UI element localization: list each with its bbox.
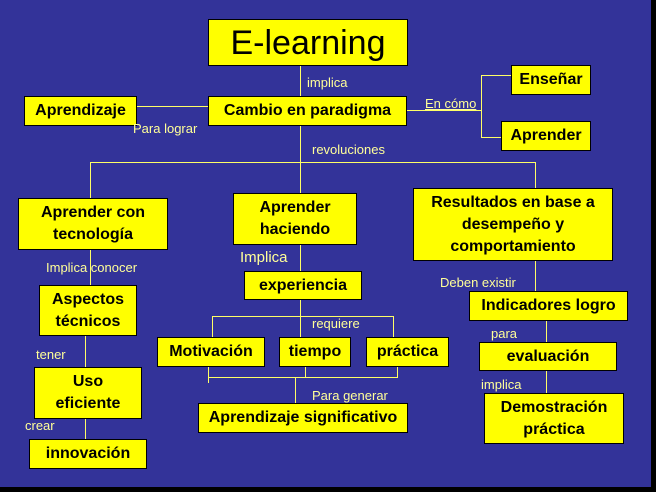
label-crear: crear	[25, 418, 55, 433]
label-deben-existir: Deben existir	[440, 275, 516, 290]
label-en-como: En cómo	[425, 96, 477, 111]
connector	[85, 335, 86, 368]
label-para-lograr: Para lograr	[133, 121, 198, 136]
connector	[136, 106, 210, 107]
node-demostracion-practica[interactable]: Demostración práctica	[484, 393, 624, 444]
label-revoluciones: revoluciones	[312, 142, 385, 157]
label-para-generar: Para generar	[312, 388, 388, 403]
connector	[481, 137, 502, 138]
node-cambio-paradigma[interactable]: Cambio en paradigma	[208, 96, 407, 126]
node-aspectos-tecnicos[interactable]: Aspectos técnicos	[39, 285, 137, 336]
node-indicadores-logro[interactable]: Indicadores logro	[469, 291, 628, 321]
node-practica[interactable]: práctica	[366, 337, 449, 367]
connector	[300, 244, 301, 272]
node-experiencia[interactable]: experiencia	[244, 271, 362, 300]
connector	[212, 316, 394, 317]
connector	[406, 110, 482, 111]
label-implica-mid: Implica	[240, 249, 288, 266]
node-motivacion[interactable]: Motivación	[157, 337, 265, 367]
connector	[90, 162, 91, 200]
connector	[212, 316, 213, 338]
node-aprender[interactable]: Aprender	[501, 121, 591, 151]
connector	[208, 377, 398, 378]
connector	[481, 75, 482, 137]
connector	[300, 65, 301, 97]
node-aprendizaje-significativo[interactable]: Aprendizaje significativo	[198, 403, 408, 433]
connector	[90, 162, 536, 163]
connector	[300, 299, 301, 337]
node-innovacion[interactable]: innovación	[29, 439, 147, 469]
label-implica: implica	[307, 75, 348, 90]
connector	[208, 367, 209, 383]
node-ensenar[interactable]: Enseñar	[511, 65, 591, 95]
label-implica-right: implica	[481, 377, 522, 392]
node-aprender-tecnologia[interactable]: Aprender con tecnología	[18, 198, 168, 250]
connector	[300, 125, 301, 195]
connector	[535, 162, 536, 190]
connector	[535, 260, 536, 293]
node-resultados[interactable]: Resultados en base a desempeño y comport…	[413, 188, 613, 261]
node-aprendizaje[interactable]: Aprendizaje	[24, 96, 137, 126]
label-tener: tener	[36, 347, 66, 362]
connector	[295, 377, 296, 404]
connector	[393, 316, 394, 338]
connector	[397, 367, 398, 377]
node-uso-eficiente[interactable]: Uso eficiente	[34, 367, 142, 419]
connector	[305, 367, 306, 377]
connector	[85, 418, 86, 440]
node-aprender-haciendo[interactable]: Aprender haciendo	[233, 193, 357, 245]
connector	[546, 320, 547, 343]
label-implica-conocer: Implica conocer	[46, 260, 138, 275]
node-evaluacion[interactable]: evaluación	[479, 342, 617, 371]
node-elearning[interactable]: E-learning	[208, 19, 408, 66]
label-para: para	[491, 326, 518, 341]
label-requiere: requiere	[312, 316, 360, 331]
node-tiempo[interactable]: tiempo	[279, 337, 351, 367]
connector	[546, 370, 547, 395]
connector	[481, 75, 512, 76]
connector	[90, 249, 91, 286]
